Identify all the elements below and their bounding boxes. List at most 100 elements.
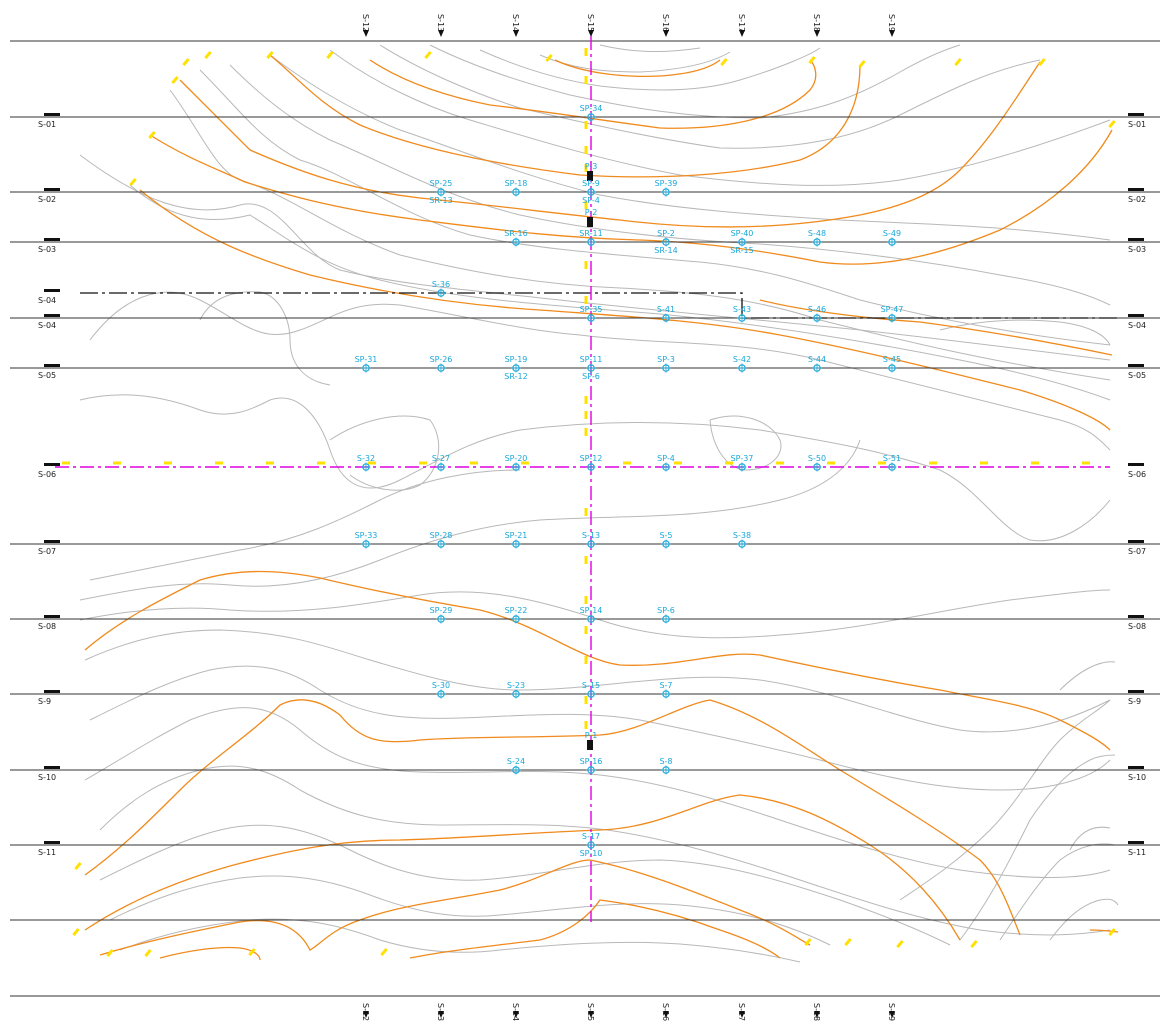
section-arrow: [44, 364, 60, 367]
borehole[interactable]: SP-4: [657, 454, 675, 472]
contour-elevation-tag: [419, 461, 427, 465]
borehole[interactable]: SR-16: [504, 229, 528, 247]
borehole[interactable]: S-32: [357, 454, 375, 472]
section-label: S-14: [511, 14, 520, 37]
section-label-text: S-06: [1128, 470, 1146, 479]
borehole-label: S-30: [432, 681, 450, 690]
borehole[interactable]: SP-6: [657, 606, 675, 624]
borehole[interactable]: S-38: [733, 531, 751, 549]
marker-p-1[interactable]: P-1: [585, 731, 598, 750]
borehole[interactable]: SP-20: [505, 454, 528, 472]
marker-block: [587, 740, 593, 750]
section-label-text: S-03: [1128, 245, 1146, 254]
borehole[interactable]: SP-31: [355, 355, 378, 373]
section-label: S-12: [361, 1003, 370, 1021]
borehole[interactable]: S-44: [808, 355, 826, 373]
borehole[interactable]: S-41: [657, 305, 675, 323]
borehole[interactable]: S-46: [808, 305, 826, 323]
borehole[interactable]: SP-9SP-4: [582, 179, 600, 205]
section-label: S-02: [38, 188, 60, 204]
section-arrow: [438, 1011, 444, 1018]
section-arrow: [363, 30, 369, 37]
contour-elevation-tag: [1038, 57, 1046, 67]
contour-elevation-tag: [584, 411, 588, 419]
marker-p-2[interactable]: P-2: [585, 208, 598, 227]
borehole[interactable]: SP-37: [731, 454, 754, 472]
contour-elevation-tag: [720, 57, 728, 67]
borehole[interactable]: SP-18: [505, 179, 528, 197]
contour-elevation-tag: [858, 59, 866, 69]
section-label: S-01: [38, 113, 60, 129]
contour-elevation-tag: [266, 461, 274, 465]
borehole-label: SP-28: [430, 531, 453, 540]
section-label: S-11: [38, 841, 60, 857]
contour-elevation-tag: [545, 53, 553, 63]
section-arrow: [739, 1011, 745, 1018]
contour-elevation-tag: [584, 296, 588, 304]
section-label-text: S-07: [38, 547, 56, 556]
borehole-label: SP-16: [580, 757, 603, 766]
section-arrow: [889, 1011, 895, 1018]
borehole[interactable]: SP-12: [580, 454, 603, 472]
borehole[interactable]: S-48: [808, 229, 826, 247]
borehole[interactable]: SP-47: [881, 305, 904, 323]
borehole[interactable]: SP-22: [505, 606, 528, 624]
borehole[interactable]: S-50: [808, 454, 826, 472]
contour-elevation-tag: [72, 927, 80, 937]
borehole-label: S-41: [657, 305, 675, 314]
borehole-label: SP-4: [657, 454, 675, 463]
borehole[interactable]: S-5: [659, 531, 673, 549]
p-markers: P-3P-2P-1: [585, 162, 598, 750]
marker-p-3[interactable]: P-3: [585, 162, 598, 181]
section-label: S-13: [436, 1003, 445, 1021]
borehole[interactable]: S-23: [507, 681, 525, 699]
borehole[interactable]: SP-21: [505, 531, 528, 549]
borehole-label: SP-26: [430, 355, 453, 364]
borehole[interactable]: SP-34: [580, 104, 603, 122]
borehole[interactable]: SP-35: [580, 305, 603, 323]
section-label-text: S-11: [38, 848, 56, 857]
marker-label: P-1: [585, 731, 598, 740]
borehole-label: SP-47: [881, 305, 904, 314]
borehole[interactable]: S-36: [432, 280, 450, 298]
borehole[interactable]: S-13: [582, 531, 600, 549]
borehole[interactable]: SP-3: [657, 355, 675, 373]
borehole[interactable]: S-27: [432, 454, 450, 472]
section-label-text: S-04: [38, 321, 56, 330]
borehole[interactable]: S-7: [659, 681, 673, 699]
borehole[interactable]: SP-2SR-14: [654, 229, 677, 255]
borehole[interactable]: SP-39: [655, 179, 678, 197]
borehole[interactable]: SP-16: [580, 757, 603, 775]
section-arrow: [663, 1011, 669, 1018]
contour-elevation-tag: [980, 461, 988, 465]
section-labels: S-12S-13S-14S-15S-16S-17S-18S-19S-12S-13…: [38, 14, 1146, 1021]
borehole-label: SP-2: [657, 229, 675, 238]
borehole[interactable]: SP-29: [430, 606, 453, 624]
borehole-label: SP-20: [505, 454, 528, 463]
borehole[interactable]: S-42: [733, 355, 751, 373]
borehole[interactable]: S-43: [733, 305, 751, 323]
borehole[interactable]: S-51: [883, 454, 901, 472]
borehole[interactable]: S-24: [507, 757, 525, 775]
borehole[interactable]: S-49: [883, 229, 901, 247]
borehole-label: S-38: [733, 531, 751, 540]
borehole[interactable]: SP-26: [430, 355, 453, 373]
borehole-label: SP-25: [430, 179, 453, 188]
borehole[interactable]: S-8: [659, 757, 673, 775]
contour-elevation-tag: [62, 461, 70, 465]
borehole[interactable]: SP-33: [355, 531, 378, 549]
section-label-text: S-01: [1128, 120, 1146, 129]
borehole[interactable]: SP-28: [430, 531, 453, 549]
contour-elevation-tag: [144, 948, 152, 958]
borehole[interactable]: SR-11: [579, 229, 603, 247]
borehole[interactable]: S-45: [883, 355, 901, 373]
borehole[interactable]: S-15: [582, 681, 600, 699]
borehole[interactable]: SP-14: [580, 606, 603, 624]
section-label-text: S-02: [38, 195, 56, 204]
borehole[interactable]: S-30: [432, 681, 450, 699]
